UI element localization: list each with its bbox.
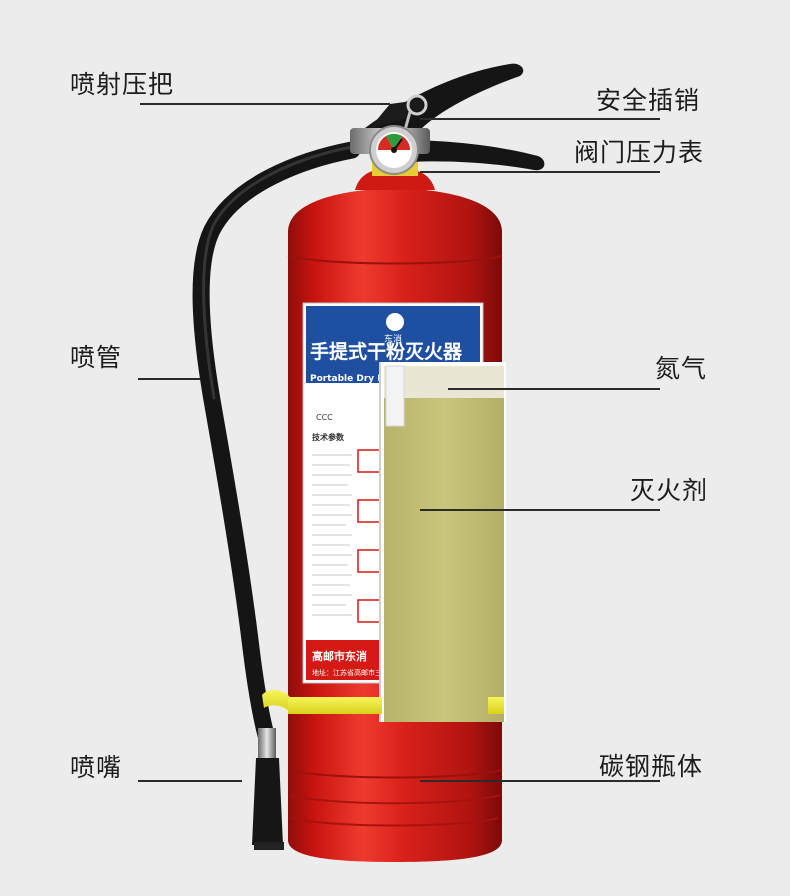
label-section-title: 技术参数 [312,432,345,442]
leader-handle [140,103,390,105]
label-manufacturer: 高邮市东消 [312,649,367,663]
callout-handle: 喷射压把 [70,70,174,100]
cutaway-section [380,362,506,722]
callout-agent: 灭火剂 [630,476,708,506]
nozzle [252,728,284,850]
leader-gauge [420,171,660,173]
extinguishing-agent [384,398,504,722]
label-address: 地址：江苏省高邮市三垛 [312,668,389,677]
callout-hose: 喷管 [70,343,122,373]
callout-gauge: 阀门压力表 [574,138,704,168]
leader-safety-pin [420,118,660,120]
callout-nozzle: 喷嘴 [70,753,122,783]
label-cert-mark: CCC [316,413,333,422]
leader-nitrogen [448,388,660,390]
label-subtitle: Portable Dry P [310,374,384,384]
leader-hose [138,378,200,380]
label-brand: 东消 [384,333,402,345]
leader-nozzle [138,780,242,782]
leader-agent [420,509,660,511]
callout-nitrogen: 氮气 [655,354,707,384]
callout-body: 碳钢瓶体 [599,752,703,782]
siphon-tube [386,366,404,426]
callout-safety-pin: 安全插销 [596,86,700,116]
pressure-gauge [370,126,418,174]
